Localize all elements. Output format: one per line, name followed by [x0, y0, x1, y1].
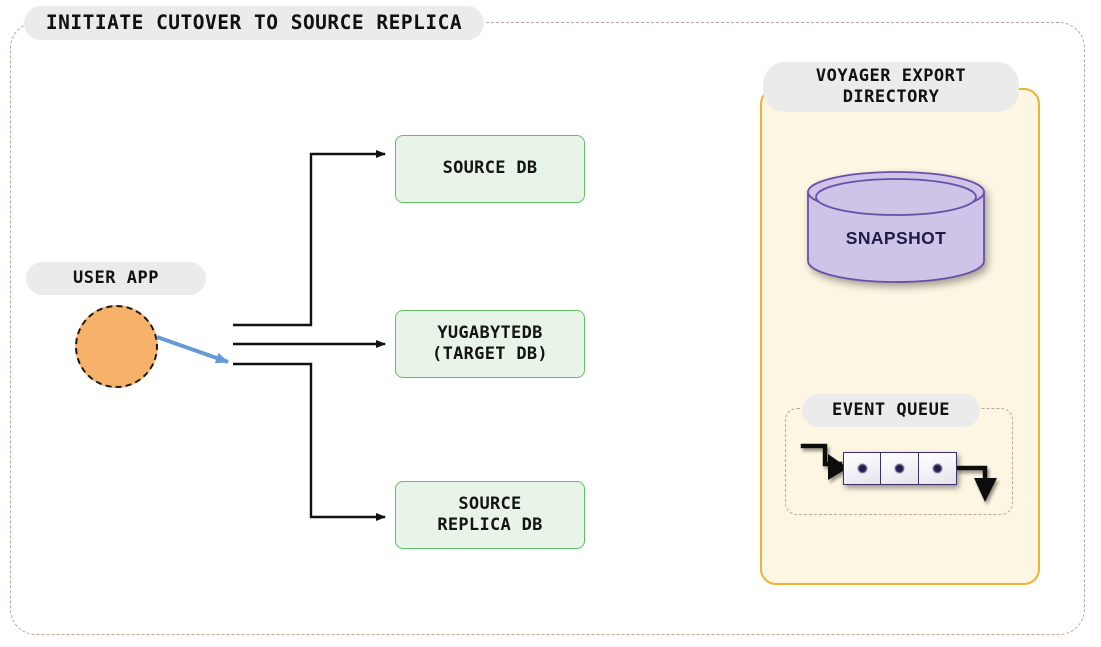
- event-queue-label: EVENT QUEUE: [802, 394, 980, 427]
- event-queue-cell[interactable]: [843, 452, 881, 485]
- source-db-node[interactable]: SOURCE DB: [395, 135, 585, 203]
- event-queue-cell[interactable]: [881, 452, 919, 485]
- voyager-export-directory-panel: [760, 88, 1040, 585]
- voyager-label-line-1: VOYAGER EXPORT: [815, 66, 967, 87]
- voyager-label-line-2: DIRECTORY: [842, 87, 940, 107]
- event-dot-icon: [933, 464, 942, 473]
- user-app-label: USER APP: [26, 262, 206, 295]
- user-app-node[interactable]: [75, 305, 158, 388]
- target-db-node[interactable]: YUGABYTEDB (TARGET DB): [395, 310, 585, 378]
- source-replica-db-node[interactable]: SOURCE REPLICA DB: [395, 481, 585, 549]
- event-queue-cell[interactable]: [919, 452, 957, 485]
- snapshot-cylinder-icon[interactable]: [806, 170, 986, 283]
- diagram-title: INITIATE CUTOVER TO SOURCE REPLICA: [24, 6, 484, 40]
- voyager-export-directory-label: VOYAGER EXPORT DIRECTORY: [763, 62, 1019, 112]
- event-queue-cells[interactable]: [843, 452, 957, 485]
- event-dot-icon: [895, 464, 904, 473]
- diagram-outer-container: [10, 22, 1085, 635]
- event-dot-icon: [857, 464, 867, 473]
